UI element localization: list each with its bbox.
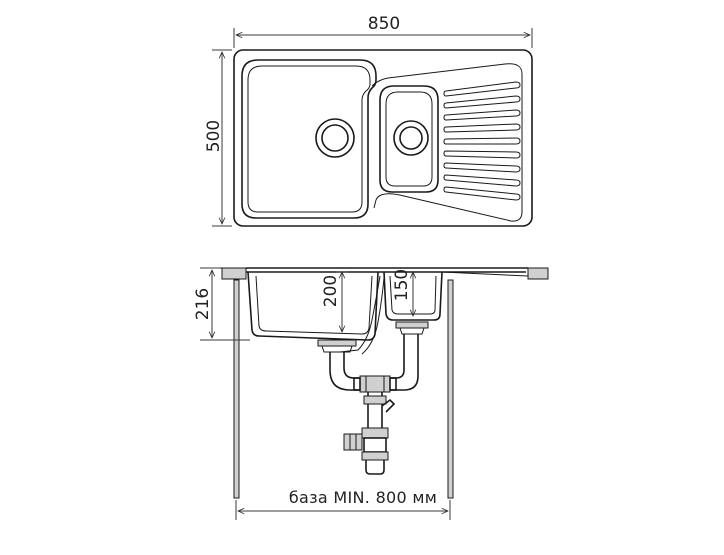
width-label: 850 — [368, 14, 400, 34]
small-bowl-depth-dimension: 150 — [392, 269, 413, 316]
small-bowl-depth-label: 150 — [392, 269, 412, 301]
main-bowl-depth-dimension: 200 — [321, 272, 348, 332]
depth-label: 500 — [204, 120, 224, 152]
left-cabinet-wall — [233, 279, 240, 499]
small-bowl-section — [383, 271, 443, 321]
overall-depth-dimension: 216 — [193, 267, 250, 341]
main-drain — [315, 118, 355, 158]
top-view — [233, 49, 533, 227]
section-view — [220, 267, 549, 499]
main-bowl — [241, 59, 377, 219]
small-drain — [393, 120, 429, 156]
right-cabinet-wall — [447, 279, 454, 499]
depth-dimension: 500 — [204, 49, 232, 227]
main-bowl-depth-label: 200 — [321, 275, 341, 307]
main-bowl-section — [247, 271, 379, 341]
base-dimension: база MIN. 800 мм — [235, 488, 451, 520]
base-min-label: база MIN. 800 мм — [289, 488, 437, 507]
small-bowl — [379, 85, 439, 193]
drainboard-ribs — [443, 81, 521, 201]
width-dimension: 850 — [233, 14, 533, 48]
overall-depth-label: 216 — [193, 288, 213, 320]
